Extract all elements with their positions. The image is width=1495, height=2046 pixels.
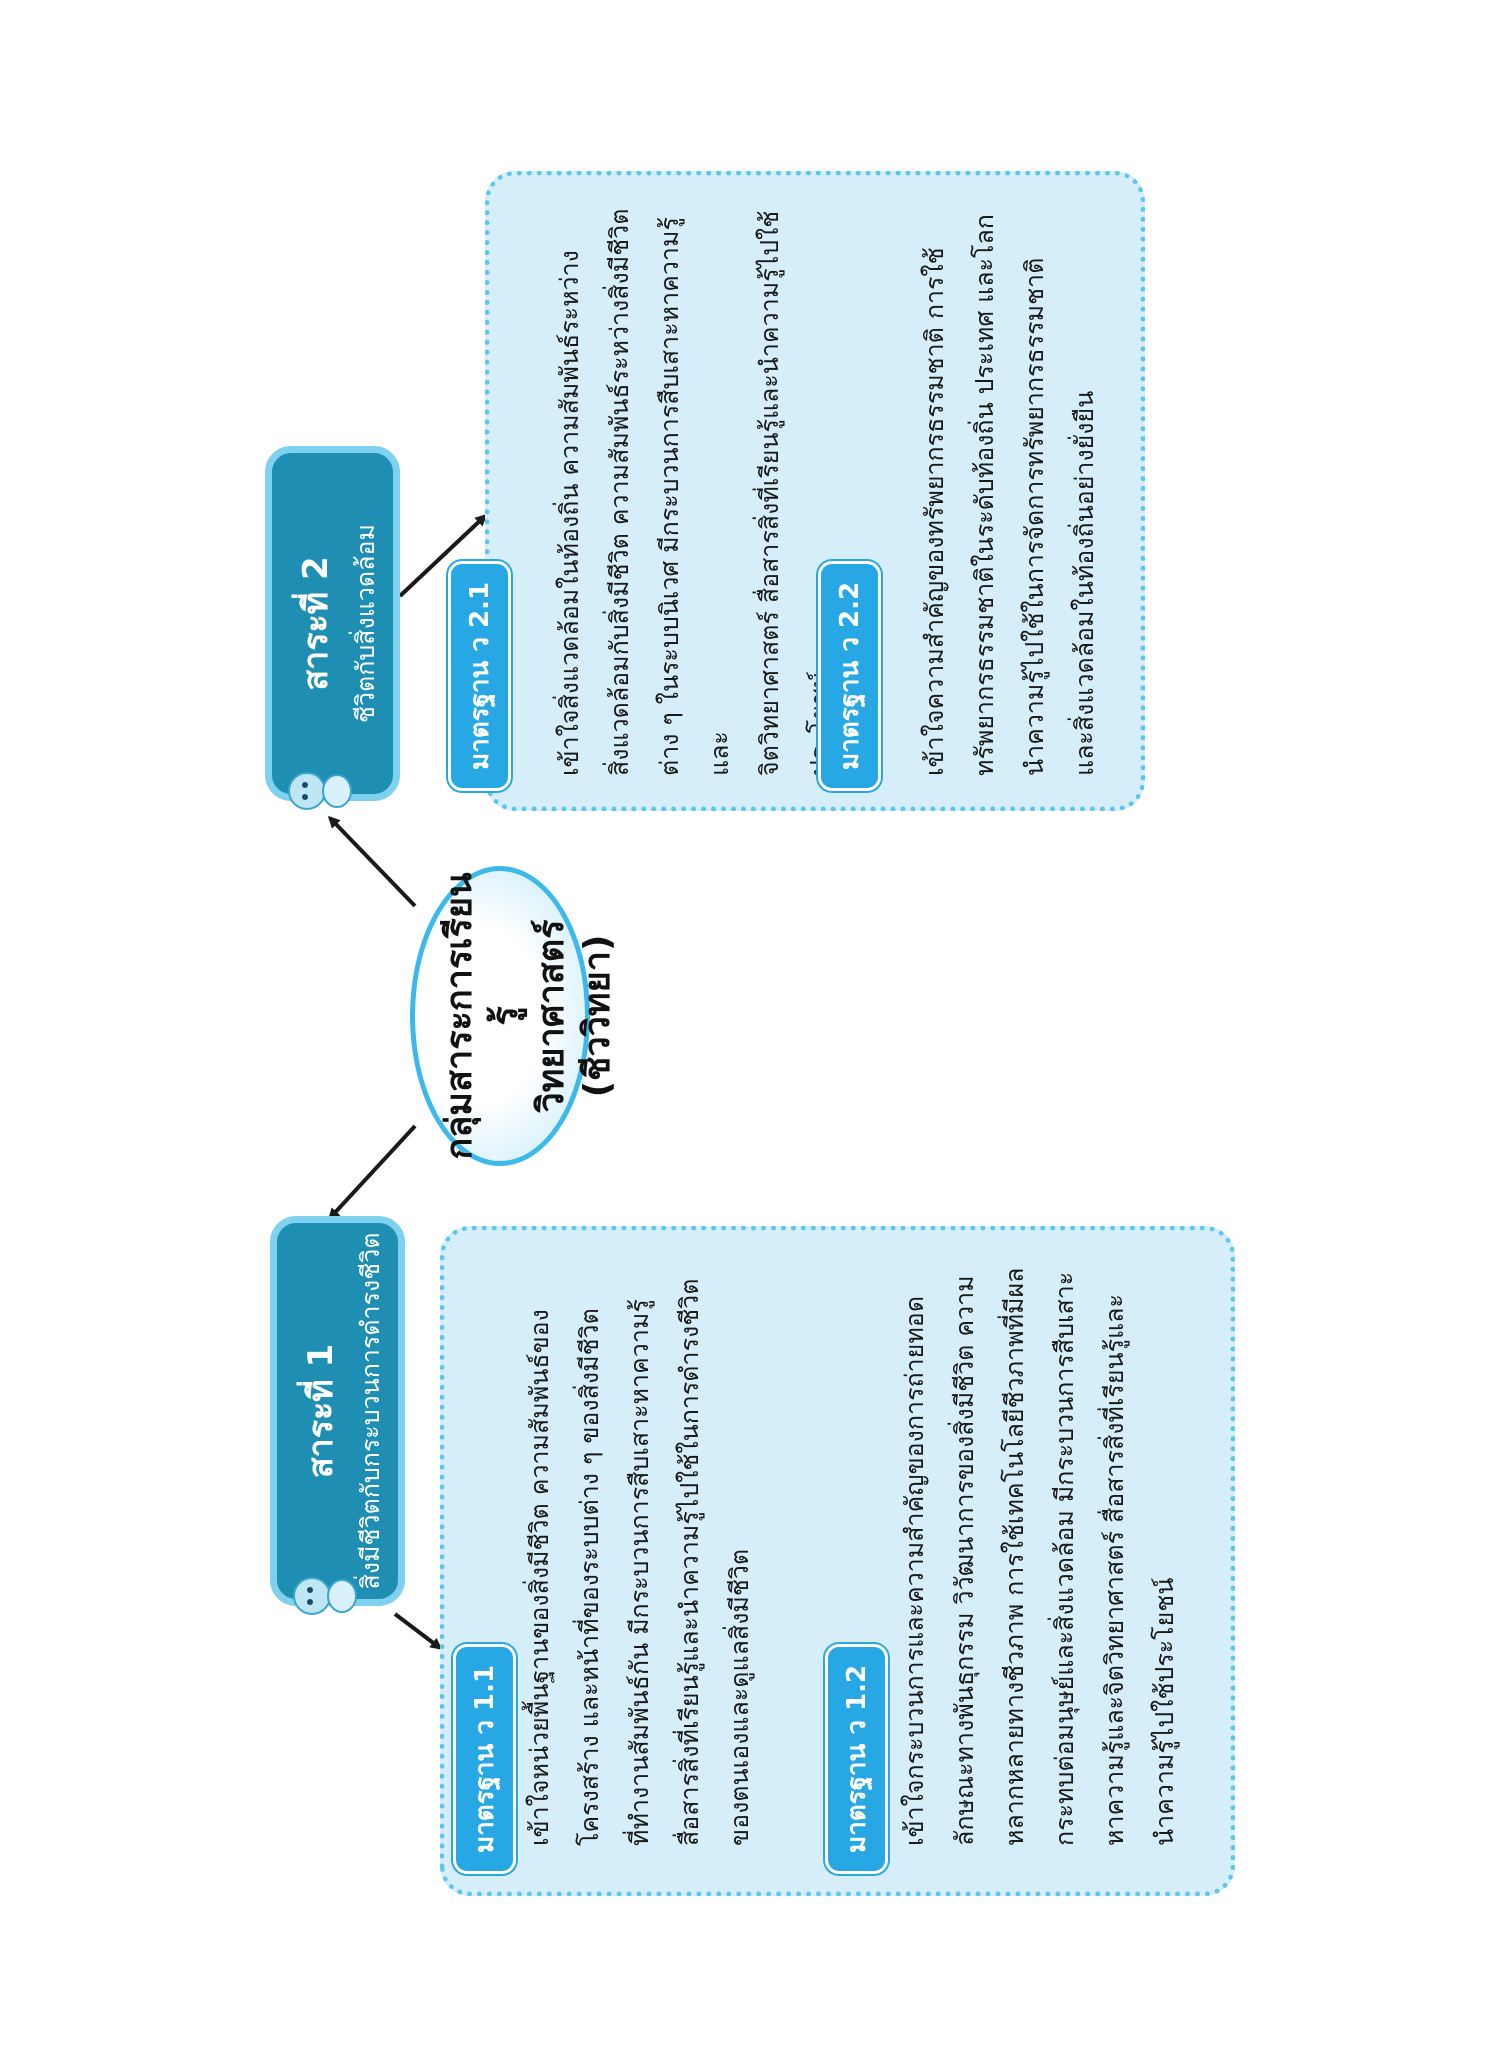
text-line: สื่อสารสิ่งที่เรียนรู้และนำความรู้ไปใช้ใ… [675,1278,704,1846]
center-line-1: กลุ่มสาระการเรียนรู้ [439,872,526,1160]
standard-2-1-badge: มาตรฐาน ว 2.1 [448,560,511,791]
text-line: เข้าใจหน่วยพื้นฐานของสิ่งมีชีวิต ความสัม… [525,1309,554,1846]
standard-2-1-text: เข้าใจสิ่งแวดล้อมในท้องถิ่น ความสัมพันธ์… [545,181,845,776]
text-line: ทรัพยากรธรรมชาติในระดับท้องถิ่น ประเทศ แ… [970,214,999,776]
text-line: ที่ทำงานสัมพันธ์กัน มีกระบวนการสืบเสาะหา… [625,1299,654,1846]
text-line: นำความรู้ไปใช้ในการจัดการทรัพยากรธรรมชาต… [1020,257,1049,776]
arrow-center-to-strand1 [327,1124,417,1221]
standard-1-2-badge: มาตรฐาน ว 1.2 [825,1643,888,1874]
strand-2-box: สาระที่ 2 ชีวิตกับสิ่งแวดล้อม [265,446,400,801]
arrow-strand2-to-panel2 [398,513,488,598]
text-line: หาความรู้และจิตวิทยาศาสตร์ สื่อสารสิ่งที… [1100,1294,1129,1846]
strand-2-subtitle: ชีวิตกับสิ่งแวดล้อม [351,524,380,723]
mascot-icon [285,761,355,821]
center-line-3: (ชีววิทยา) [577,934,618,1098]
text-line: เข้าใจสิ่งแวดล้อมในท้องถิ่น ความสัมพันธ์… [555,250,584,776]
center-line-2: วิทยาศาสตร์ [531,919,572,1113]
text-line: หลากหลายทางชีวภาพ การใช้เทคโนโลยีชีวภาพท… [1000,1267,1029,1846]
text-line: ต่าง ๆ ในระบบนิเวศ มีกระบวนการสืบเสาะหาค… [655,217,734,776]
text-line: จิตวิทยาศาสตร์ สื่อสารสิ่งที่เรียนรู้และ… [755,210,784,776]
standard-1-2-text: เข้าใจกระบวนการและความสำคัญของการถ่ายทอด… [890,1236,1190,1846]
text-line: กระทบต่อมนุษย์และสิ่งแวดล้อม มีกระบวนการ… [1050,1271,1079,1846]
text-line: ลักษณะทางพันธุกรรม วิวัฒนาการของสิ่งมีชี… [950,1275,979,1846]
text-line: และสิ่งแวดล้อมในท้องถิ่นอย่างยั่งยืน [1070,390,1099,776]
standard-1-1-badge: มาตรฐาน ว 1.1 [453,1643,516,1874]
text-line: เข้าใจกระบวนการและความสำคัญของการถ่ายทอด [900,1295,929,1846]
center-topic: กลุ่มสาระการเรียนรู้ วิทยาศาสตร์ (ชีววิท… [410,866,618,1166]
standard-2-2-badge: มาตรฐาน ว 2.2 [818,560,881,791]
strand-1-box: สาระที่ 1 สิ่งมีชีวิตกับกระบวนการดำรงชีว… [270,1216,405,1606]
strand-1-subtitle: สิ่งมีชีวิตกับกระบวนการดำรงชีวิต [356,1232,385,1590]
text-line: เข้าใจความสำคัญของทรัพยากรธรรมชาติ การใช… [920,247,949,776]
strand-1-title: สาระที่ 1 [301,1343,341,1479]
arrow-center-to-strand2 [327,815,417,908]
text-line: โครงสร้าง และหน้าที่ของระบบต่าง ๆ ของสิ่… [575,1308,604,1846]
standard-1-1-text: เข้าใจหน่วยพื้นฐานของสิ่งมีชีวิต ความสัม… [515,1236,765,1846]
text-line: สิ่งแวดล้อมกับสิ่งมีชีวิต ความสัมพันธ์ระ… [605,208,634,776]
standard-2-2-text: เข้าใจความสำคัญของทรัพยากรธรรมชาติ การใช… [910,181,1110,776]
mascot-icon [290,1566,360,1626]
text-line: นำความรู้ไปใช้ประโยชน์ [1150,1577,1179,1846]
text-line: ของตนเองและดูแลสิ่งมีชีวิต [725,1548,754,1846]
arrow-strand1-to-panel1 [393,1612,443,1650]
strand-2-title: สาระที่ 2 [296,556,336,691]
